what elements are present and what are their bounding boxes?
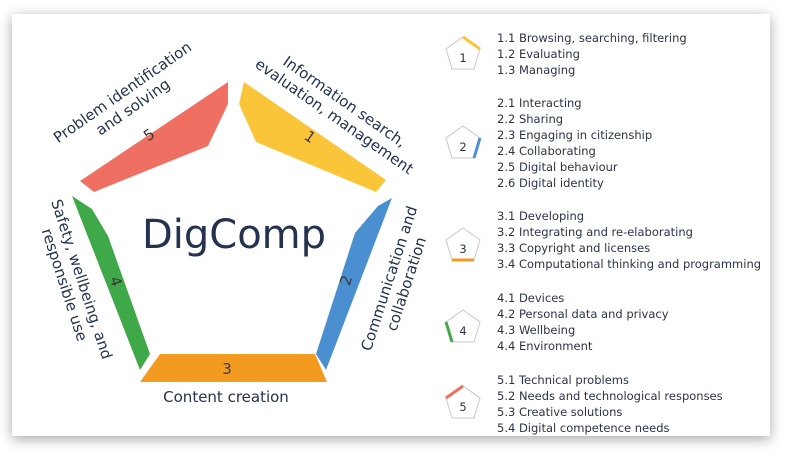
list-item: 3.1 Developing [497,209,584,223]
pentagon-badge-2 [445,125,481,159]
segment-area-5 [80,82,228,192]
badge-2-number: 2 [459,140,466,154]
competence-list: 1 1.1 Browsing, searching, filtering 1.2… [444,31,761,435]
group-4: 4 4.1 Devices 4.2 Personal data and priv… [444,291,669,353]
segment-area-3 [140,354,327,382]
list-item: 1.1 Browsing, searching, filtering [497,31,687,45]
badge-4-accent [444,321,454,343]
list-item: 5.3 Creative solutions [497,405,622,419]
area-3-label: Content creation [163,388,289,406]
list-item: 1.2 Evaluating [497,47,580,61]
list-item: 1.3 Managing [497,63,575,77]
list-item: 4.4 Environment [497,339,593,353]
group-2: 2 2.1 Interacting 2.2 Sharing 2.3 Engagi… [445,96,652,190]
center-title: DigComp [142,212,326,258]
list-item: 2.5 Digital behaviour [497,160,618,174]
badge-1-accent [462,35,481,51]
badge-1-number: 1 [459,51,466,65]
group-5: 5 5.1 Technical problems 5.2 Needs and t… [445,373,723,435]
list-item: 5.2 Needs and technological responses [497,389,723,403]
segment-number-3: 3 [222,360,232,378]
list-item: 2.3 Engaging in citizenship [497,128,652,142]
segment-area-1 [239,82,386,192]
list-item: 5.4 Digital competence needs [497,421,670,435]
group-1: 1 1.1 Browsing, searching, filtering 1.2… [445,31,687,77]
badge-2-accent [472,137,482,159]
list-item: 3.3 Copyright and licenses [497,241,650,255]
list-item: 5.1 Technical problems [497,373,629,387]
list-item: 2.1 Interacting [497,96,582,110]
badge-3-number: 3 [459,242,466,256]
list-item: 2.4 Collaborating [497,144,596,158]
list-item: 4.1 Devices [497,291,564,305]
list-item: 3.2 Integrating and re-elaborating [497,225,693,239]
badge-4-number: 4 [459,324,466,338]
list-item: 2.2 Sharing [497,112,563,126]
list-item: 3.4 Computational thinking and programmi… [497,257,761,271]
list-item: 4.2 Personal data and privacy [497,307,669,321]
pentagon-badge-4 [445,309,481,343]
badge-5-accent [445,384,464,400]
list-item: 4.3 Wellbeing [497,323,575,337]
list-item: 2.6 Digital identity [497,176,604,190]
badge-5-number: 5 [459,400,466,414]
segment-area-4 [72,196,150,370]
segment-area-2 [316,198,392,370]
group-3: 3 3.1 Developing 3.2 Integrating and re-… [445,209,761,271]
